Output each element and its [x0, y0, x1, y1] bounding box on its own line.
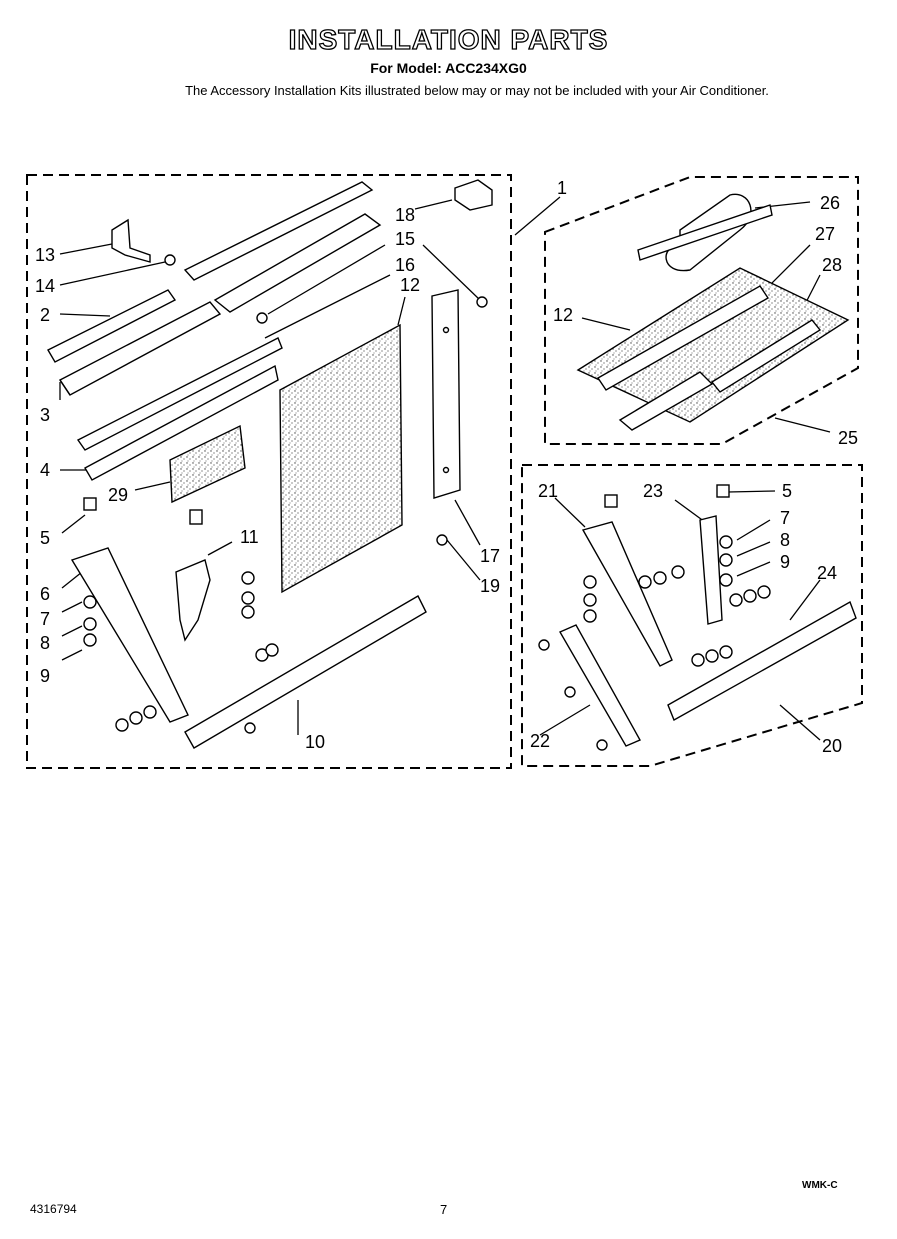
bracket-13 — [111, 218, 151, 263]
strip-16 — [76, 337, 283, 451]
bracket-11 — [175, 559, 211, 642]
callout-numbers: 1 2 3 4 5 5 6 7 7 8 8 9 9 10 11 12 12 13… — [35, 178, 858, 756]
callout-6: 6 — [40, 584, 50, 604]
callout-21: 21 — [538, 481, 558, 501]
model-subtitle: For Model: ACC234XG0 — [370, 60, 527, 76]
callout-17: 17 — [480, 546, 500, 566]
callout-16: 16 — [395, 255, 415, 275]
callout-7b: 7 — [780, 508, 790, 528]
callout-22: 22 — [530, 731, 550, 751]
screw-15a — [256, 312, 268, 324]
foam-base-12 — [576, 267, 850, 423]
page-number: 7 — [440, 1202, 448, 1217]
callout-8b: 8 — [780, 530, 790, 550]
callout-3: 3 — [40, 405, 50, 425]
channel-17 — [431, 289, 461, 499]
seal-26 — [665, 193, 752, 272]
callout-25: 25 — [838, 428, 858, 448]
callout-28: 28 — [822, 255, 842, 275]
callout-1: 1 — [557, 178, 567, 198]
callout-9b: 9 — [780, 552, 790, 572]
callout-24: 24 — [817, 563, 837, 583]
callout-12a: 12 — [400, 275, 420, 295]
channel-28 — [710, 319, 822, 393]
rail-10 — [184, 595, 427, 749]
callout-13: 13 — [35, 245, 55, 265]
callout-15: 15 — [395, 229, 415, 249]
screw-5 — [83, 497, 97, 511]
callout-8a: 8 — [40, 633, 50, 653]
arm-21 — [581, 521, 673, 667]
footer-code: WMK-C — [802, 1180, 838, 1191]
channel-2 — [47, 289, 177, 363]
page-title: INSTALLATION PARTS — [288, 23, 609, 55]
screw-19 — [436, 534, 448, 546]
main-kit-boundary — [26, 174, 512, 769]
strip-4 — [84, 364, 279, 481]
callout-10: 10 — [305, 732, 325, 752]
callout-5b: 5 — [782, 481, 792, 501]
kit-note: The Accessory Installation Kits illustra… — [185, 83, 769, 98]
block-18 — [454, 179, 493, 211]
main-kit-parts — [47, 179, 493, 749]
panel-12 — [279, 323, 403, 594]
channel-27 — [597, 285, 769, 391]
callout-4: 4 — [40, 460, 50, 480]
callout-18: 18 — [395, 205, 415, 225]
callout-7a: 7 — [40, 609, 50, 629]
bracket-23 — [699, 515, 723, 625]
screw-14 — [164, 254, 176, 266]
strip-26 — [637, 204, 773, 261]
callout-12b: 12 — [553, 305, 573, 325]
kit-20-boundary — [521, 464, 863, 767]
part-number: 4316794 — [30, 1202, 77, 1216]
arm-22 — [559, 624, 641, 747]
foam-29 — [169, 424, 246, 504]
kit-25-boundary — [544, 176, 859, 445]
top-rail-lower — [213, 213, 382, 313]
kit-20-parts — [538, 484, 857, 751]
callout-5a: 5 — [40, 528, 50, 548]
callout-14: 14 — [35, 276, 55, 296]
screw-15b — [476, 296, 488, 308]
kit-25-parts — [576, 193, 850, 431]
callout-20: 20 — [822, 736, 842, 756]
kit-boundaries — [26, 174, 863, 769]
callout-26: 26 — [820, 193, 840, 213]
callout-9a: 9 — [40, 666, 50, 686]
leader-lines — [59, 196, 831, 741]
callout-19: 19 — [480, 576, 500, 596]
callout-11: 11 — [240, 527, 259, 547]
rail-24 — [667, 600, 857, 722]
callout-29: 29 — [108, 485, 128, 505]
callout-23: 23 — [643, 481, 663, 501]
callout-27: 27 — [815, 224, 835, 244]
top-rail-upper — [183, 181, 374, 281]
callout-2: 2 — [40, 305, 50, 325]
strip-25 — [618, 371, 714, 431]
arm-6 — [70, 547, 189, 723]
